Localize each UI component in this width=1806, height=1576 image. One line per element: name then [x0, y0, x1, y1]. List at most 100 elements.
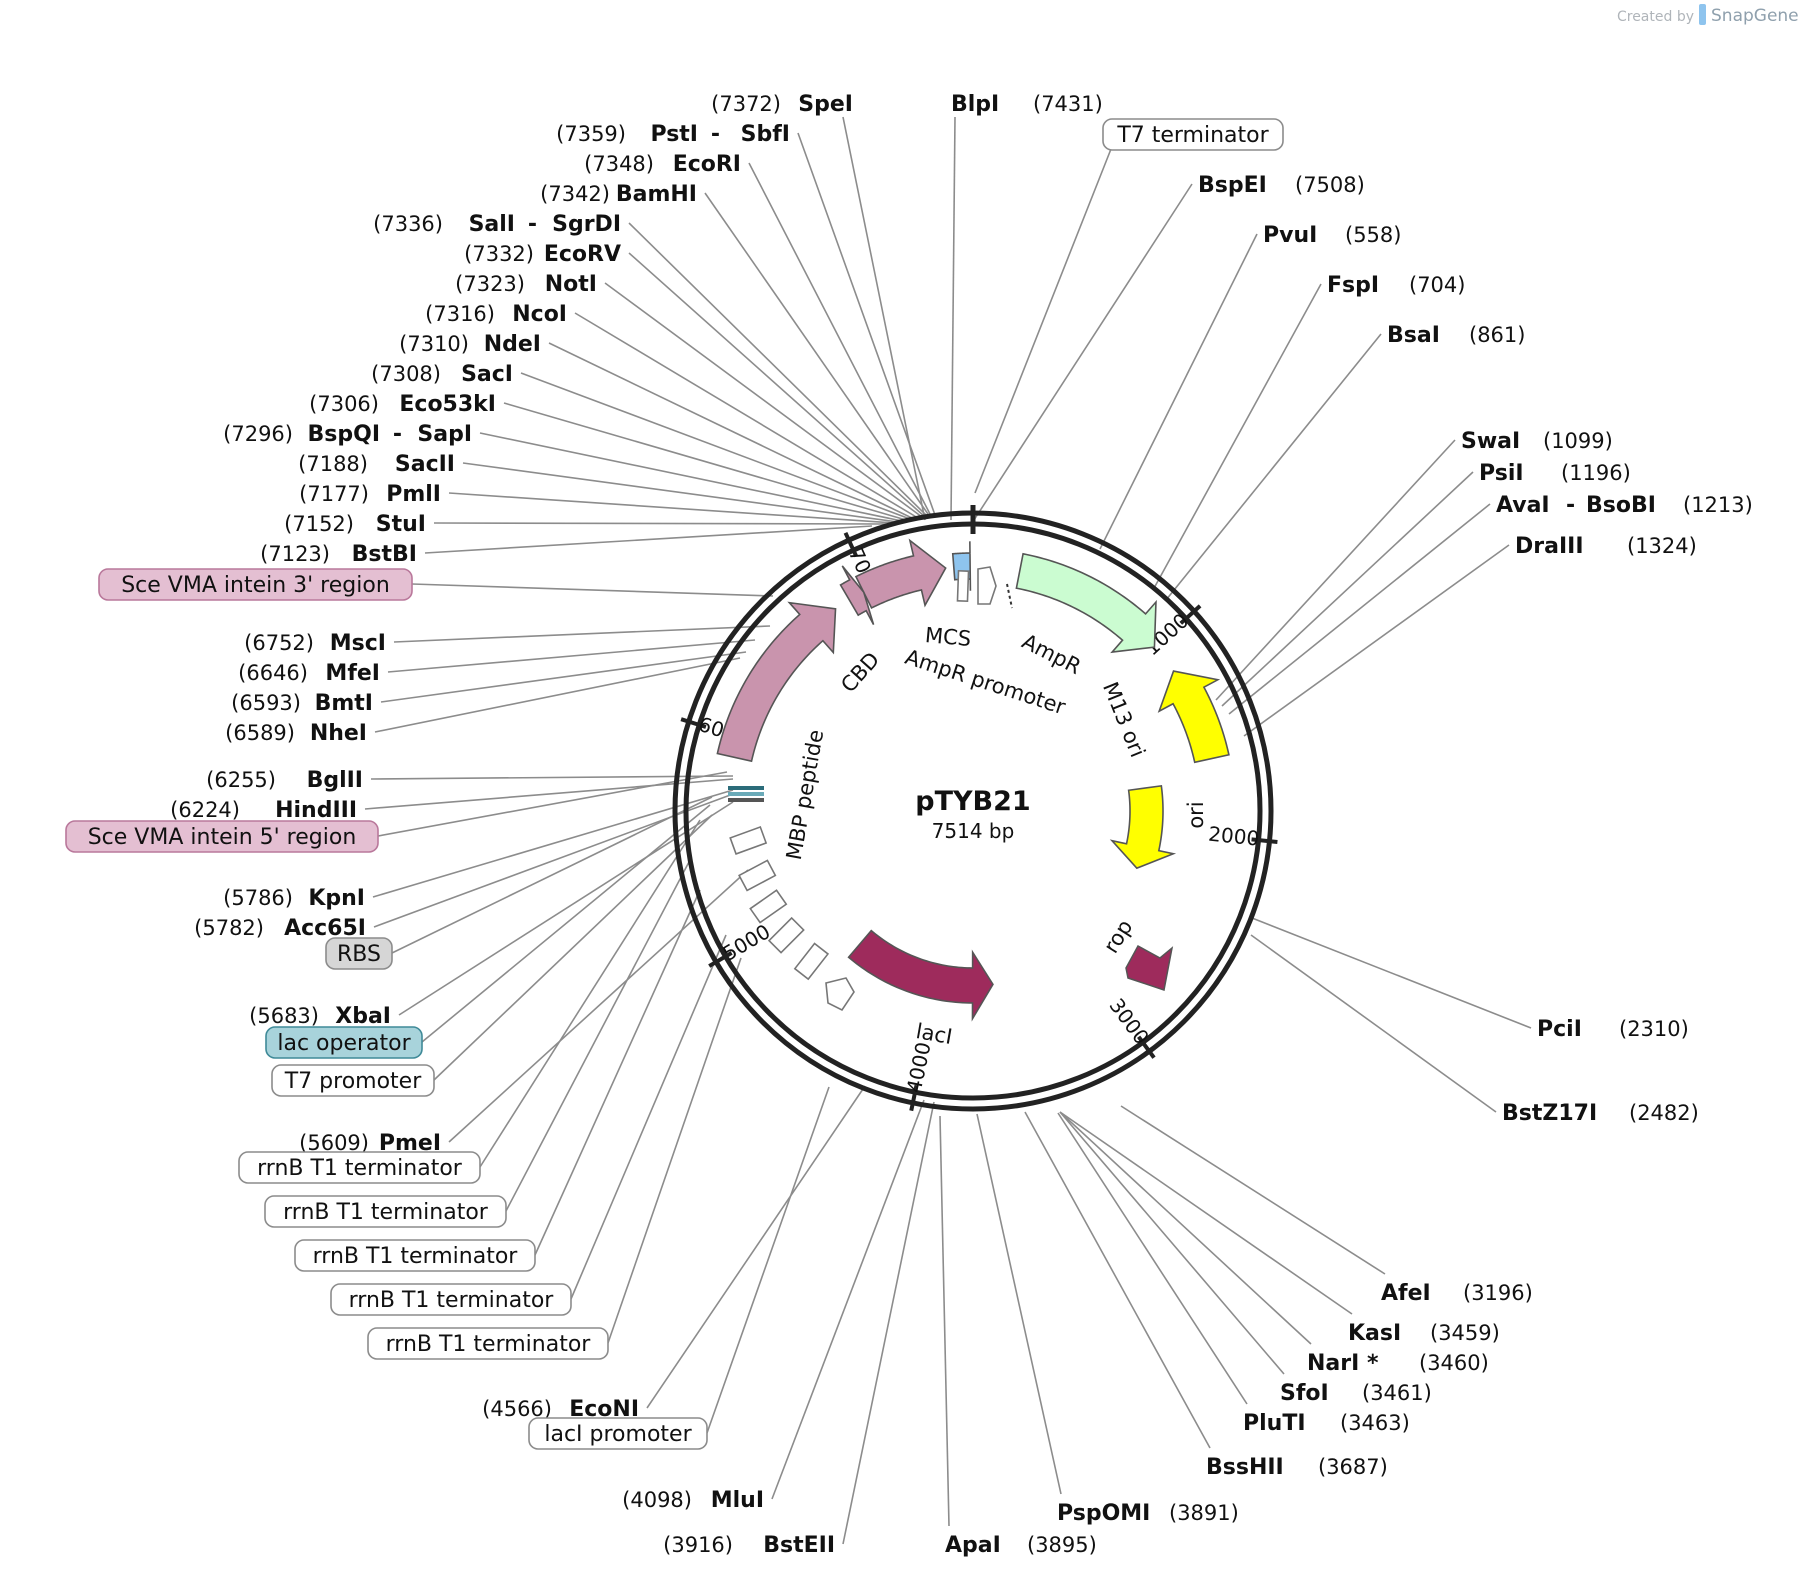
site-pmli: PmlI(7177)	[299, 482, 441, 507]
site-name: KasI	[1348, 1321, 1401, 1346]
site-name: FspI	[1327, 273, 1379, 298]
site-position: (3687)	[1318, 1455, 1388, 1479]
site-name: PmlI	[386, 482, 441, 507]
site-name: NarI *	[1307, 1351, 1379, 1376]
site-mfei: MfeI (6646)	[238, 661, 380, 686]
site-sali: SgrDI-SalI(7336)	[373, 212, 621, 237]
site-position: (6255)	[206, 768, 276, 792]
feature-tag-box	[238, 1151, 481, 1184]
tick-mark	[909, 1084, 919, 1112]
site-position: (4098)	[622, 1488, 692, 1512]
site-name: MfeI	[325, 661, 380, 686]
ori-feature	[1109, 784, 1177, 870]
site-spei: SpeI(7372)	[711, 92, 853, 117]
site-bspqi: SapI-BspQI(7296)	[223, 422, 472, 447]
feature-label: CBD	[836, 647, 884, 697]
site-position: (2482)	[1629, 1101, 1699, 1125]
site-pcii: PciI(2310)	[1537, 1017, 1689, 1042]
feature-tag-rrnb-t1-terminator: rrnB T1 terminator	[294, 1239, 536, 1272]
rbs-mark	[728, 792, 764, 796]
site-name: SwaI	[1461, 429, 1520, 454]
feature-tag-rrnb-t1-terminator: rrnB T1 terminator	[367, 1327, 609, 1360]
site-name: BamHI	[616, 182, 697, 207]
site-name: BstEII	[763, 1533, 835, 1558]
site-separator: -	[711, 122, 720, 147]
site-position: (7332)	[464, 242, 534, 266]
site-bspei: BspEI(7508)	[1198, 173, 1365, 198]
site-name: BstBI	[352, 542, 417, 567]
site-xbai: XbaI(5683)	[249, 1004, 391, 1029]
site-name: AvaI	[1496, 493, 1550, 518]
site-mlui: MluI (4098)	[622, 1488, 764, 1513]
feature-label: ori	[1184, 801, 1208, 828]
site-kasi: KasI(3459)	[1348, 1321, 1500, 1346]
site-name: SpeI	[798, 92, 853, 117]
site-position: (558)	[1345, 223, 1401, 247]
tick-label: 2000	[1207, 822, 1260, 851]
site-position: (3460)	[1419, 1351, 1489, 1375]
site-position: (7306)	[309, 392, 379, 416]
site-nhei: NheI(6589)	[225, 721, 367, 746]
site-name: PvuI	[1263, 223, 1317, 248]
plasmid-length: 7514 bp	[932, 819, 1015, 843]
site-position: (7123)	[260, 542, 330, 566]
site-pvui: PvuI (558)	[1263, 223, 1401, 248]
site-name: BstZ17I	[1502, 1101, 1597, 1126]
site-sacii: SacII(7188)	[298, 452, 455, 477]
site-apai: ApaI(3895)	[945, 1533, 1097, 1558]
site-fspi: FspI(704)	[1327, 273, 1465, 298]
minor-feature-box	[729, 825, 768, 855]
feature-tag-label: rrnB T1 terminator	[257, 1156, 463, 1181]
site-separator: -	[393, 422, 402, 447]
site-pluti: PluTI(3463)	[1243, 1411, 1410, 1436]
site-position: (5683)	[249, 1004, 319, 1028]
site-position: (3461)	[1362, 1381, 1432, 1405]
site-separator: -	[528, 212, 537, 237]
site-position: (7348)	[584, 152, 654, 176]
tick-mark	[708, 951, 733, 968]
site-position: (3196)	[1463, 1281, 1533, 1305]
minor-feature-box	[749, 889, 788, 924]
site-name: Acc65I	[284, 916, 366, 941]
credit-prefix: Created by	[1617, 9, 1694, 25]
site-name: EcoRI	[673, 152, 741, 177]
site-name: EcoRV	[544, 242, 621, 267]
feature-tag-label: lacI promoter	[544, 1422, 692, 1447]
site-position: (3895)	[1027, 1533, 1097, 1557]
site-swai: SwaI(1099)	[1461, 429, 1613, 454]
site-psii: PsiI(1196)	[1479, 461, 1631, 486]
site-labels: SpeI(7372)SbfI-PstI(7359)EcoRI(7348)BamH…	[65, 92, 1753, 1558]
laci-feature	[847, 929, 994, 1022]
site-bstbi: BstBI (7123)	[260, 542, 417, 567]
feature-tag-box	[528, 1417, 708, 1450]
plasmid-name: pTYB21	[915, 786, 1030, 817]
feature-label: M13 ori	[1098, 679, 1150, 761]
site-position: (7316)	[425, 302, 495, 326]
site-position: (7152)	[284, 512, 354, 536]
site-name: BglII	[307, 768, 363, 793]
feature-tag-label: rrnB T1 terminator	[283, 1200, 489, 1225]
feature-label: AmpR	[1018, 629, 1085, 679]
site-sfoi: SfoI (3461)	[1280, 1381, 1432, 1406]
tick-mark	[1251, 837, 1278, 845]
minor-feature-box	[956, 570, 970, 602]
site-name: StuI	[376, 512, 426, 537]
site-position: (5609)	[299, 1131, 369, 1155]
m13-ori-feature	[1157, 670, 1230, 764]
site-position: (6589)	[225, 721, 295, 745]
intein-arrow-feature	[839, 565, 875, 625]
site-name: SfoI	[1280, 1381, 1329, 1406]
site-ecorv: EcoRV (7332)	[464, 242, 621, 267]
site-bsshii: BssHII(3687)	[1206, 1455, 1388, 1480]
site-name: NcoI	[512, 302, 567, 327]
feature-tag-rrnb-t1-terminator: rrnB T1 terminator	[238, 1151, 481, 1184]
site-position: (6646)	[238, 661, 308, 685]
site-name-2: SgrDI	[552, 212, 621, 237]
t7-promoter-mark	[728, 798, 764, 802]
site-name: MluI	[711, 1488, 764, 1513]
site-stui: StuI (7152)	[284, 512, 426, 537]
site-name-2: SapI	[417, 422, 472, 447]
feature-tag-label: rrnB T1 terminator	[349, 1288, 555, 1313]
site-position: (1213)	[1683, 493, 1753, 517]
feature-tag-box	[65, 820, 379, 853]
